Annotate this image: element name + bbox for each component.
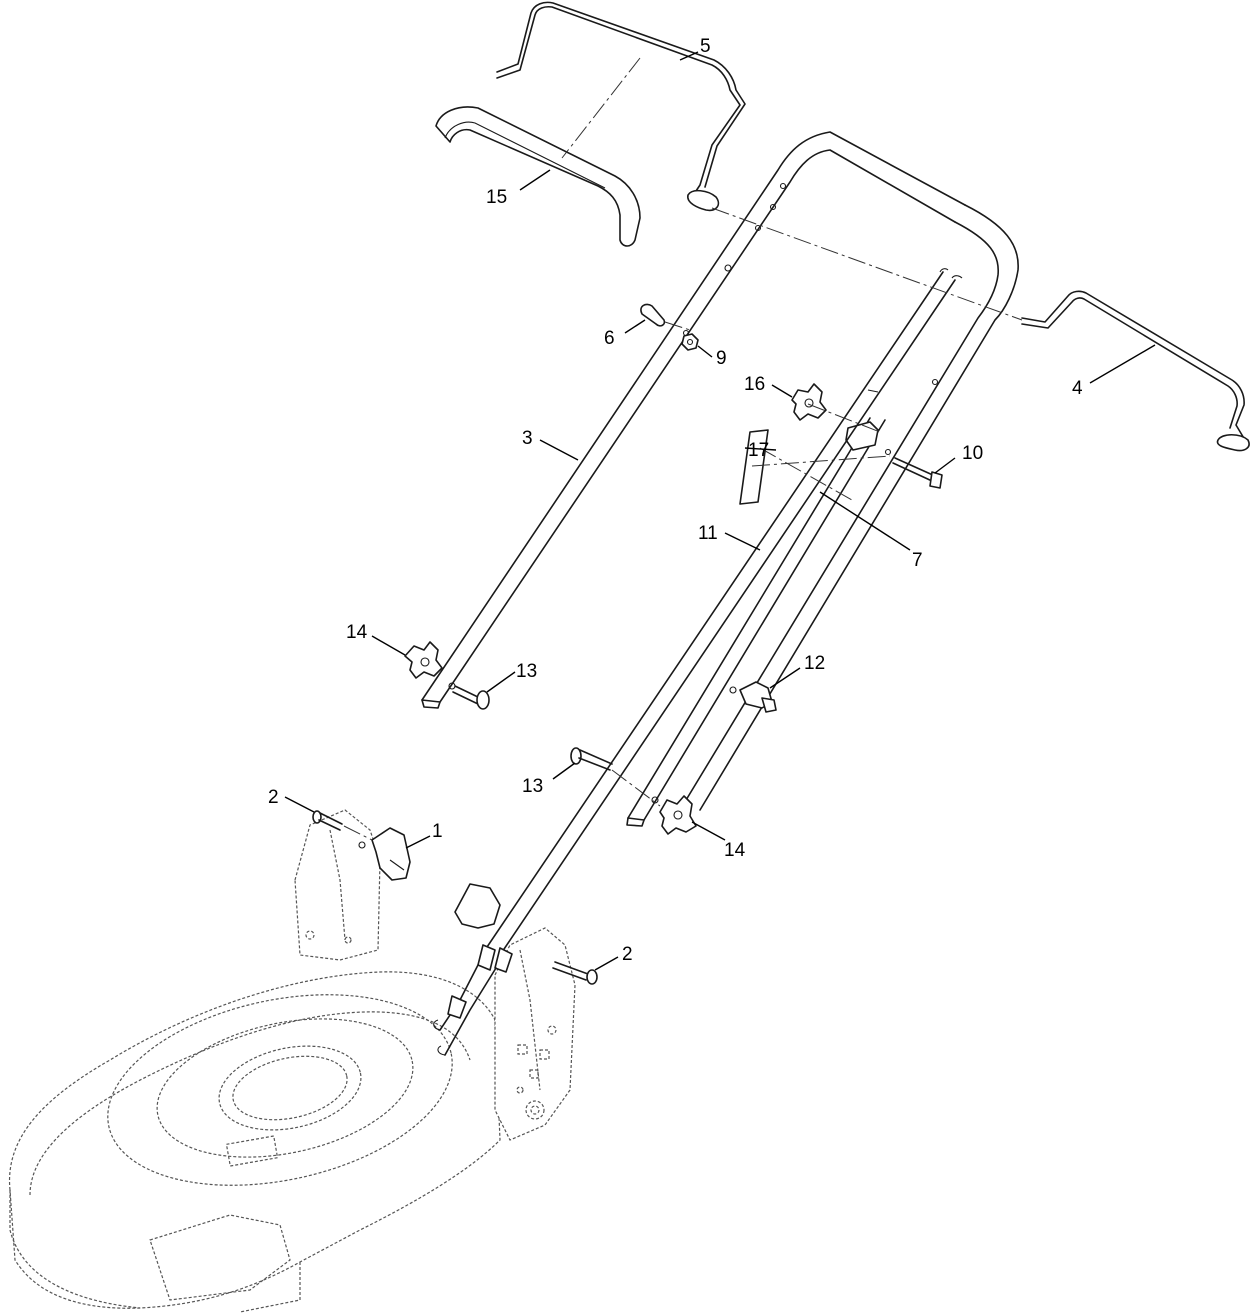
part-10-bolt: [892, 457, 943, 489]
callout-4: 4: [1072, 378, 1083, 399]
callout-9: 9: [716, 348, 727, 369]
callout-6: 6: [604, 328, 615, 349]
callout-11: 11: [698, 523, 718, 544]
part-12-retainer: [739, 681, 777, 713]
callout-14-upper: 14: [346, 622, 368, 643]
right-lever: [454, 883, 501, 929]
callout-17: 17: [748, 440, 769, 461]
callout-labels: 5 15 6 9 3 4 16 17 10 7 11 14 13 12 13 1…: [268, 36, 1083, 965]
callout-2-lower: 2: [622, 944, 633, 965]
callout-7: 7: [912, 550, 923, 571]
part-1-lever: [358, 827, 411, 881]
part-11-cables: [433, 268, 963, 1056]
part-14-upper-knob: [404, 641, 443, 679]
callout-15: 15: [486, 187, 507, 208]
part-2-upper-bolt: [312, 810, 343, 831]
callout-leaders: [284, 51, 1156, 971]
part-6-clip: [640, 303, 666, 327]
part-4-bail: [1021, 290, 1250, 452]
assembly-centerlines: [343, 57, 1023, 841]
callout-16: 16: [744, 374, 765, 395]
handle-assembly: [421, 131, 1019, 827]
part-13-lower-bolt: [570, 747, 613, 771]
callout-13-upper: 13: [516, 661, 537, 682]
callout-12: 12: [804, 653, 825, 674]
part-13-upper-bolt: [452, 685, 490, 710]
part-16-knob: [791, 383, 827, 421]
part-5-bail: [496, 1, 746, 212]
callout-3: 3: [522, 428, 533, 449]
part-15-grip: [435, 106, 641, 247]
mower-deck: [8, 809, 576, 1313]
part-9-nut: [681, 333, 699, 351]
callout-1: 1: [432, 821, 443, 842]
callout-5: 5: [700, 36, 711, 57]
callout-13-lower: 13: [522, 776, 543, 797]
part-14-lower-knob: [659, 795, 697, 835]
callout-2-upper: 2: [268, 787, 279, 808]
callout-14-lower: 14: [724, 840, 746, 861]
part-2-lower-bolt: [552, 961, 598, 985]
callout-10: 10: [962, 443, 983, 464]
